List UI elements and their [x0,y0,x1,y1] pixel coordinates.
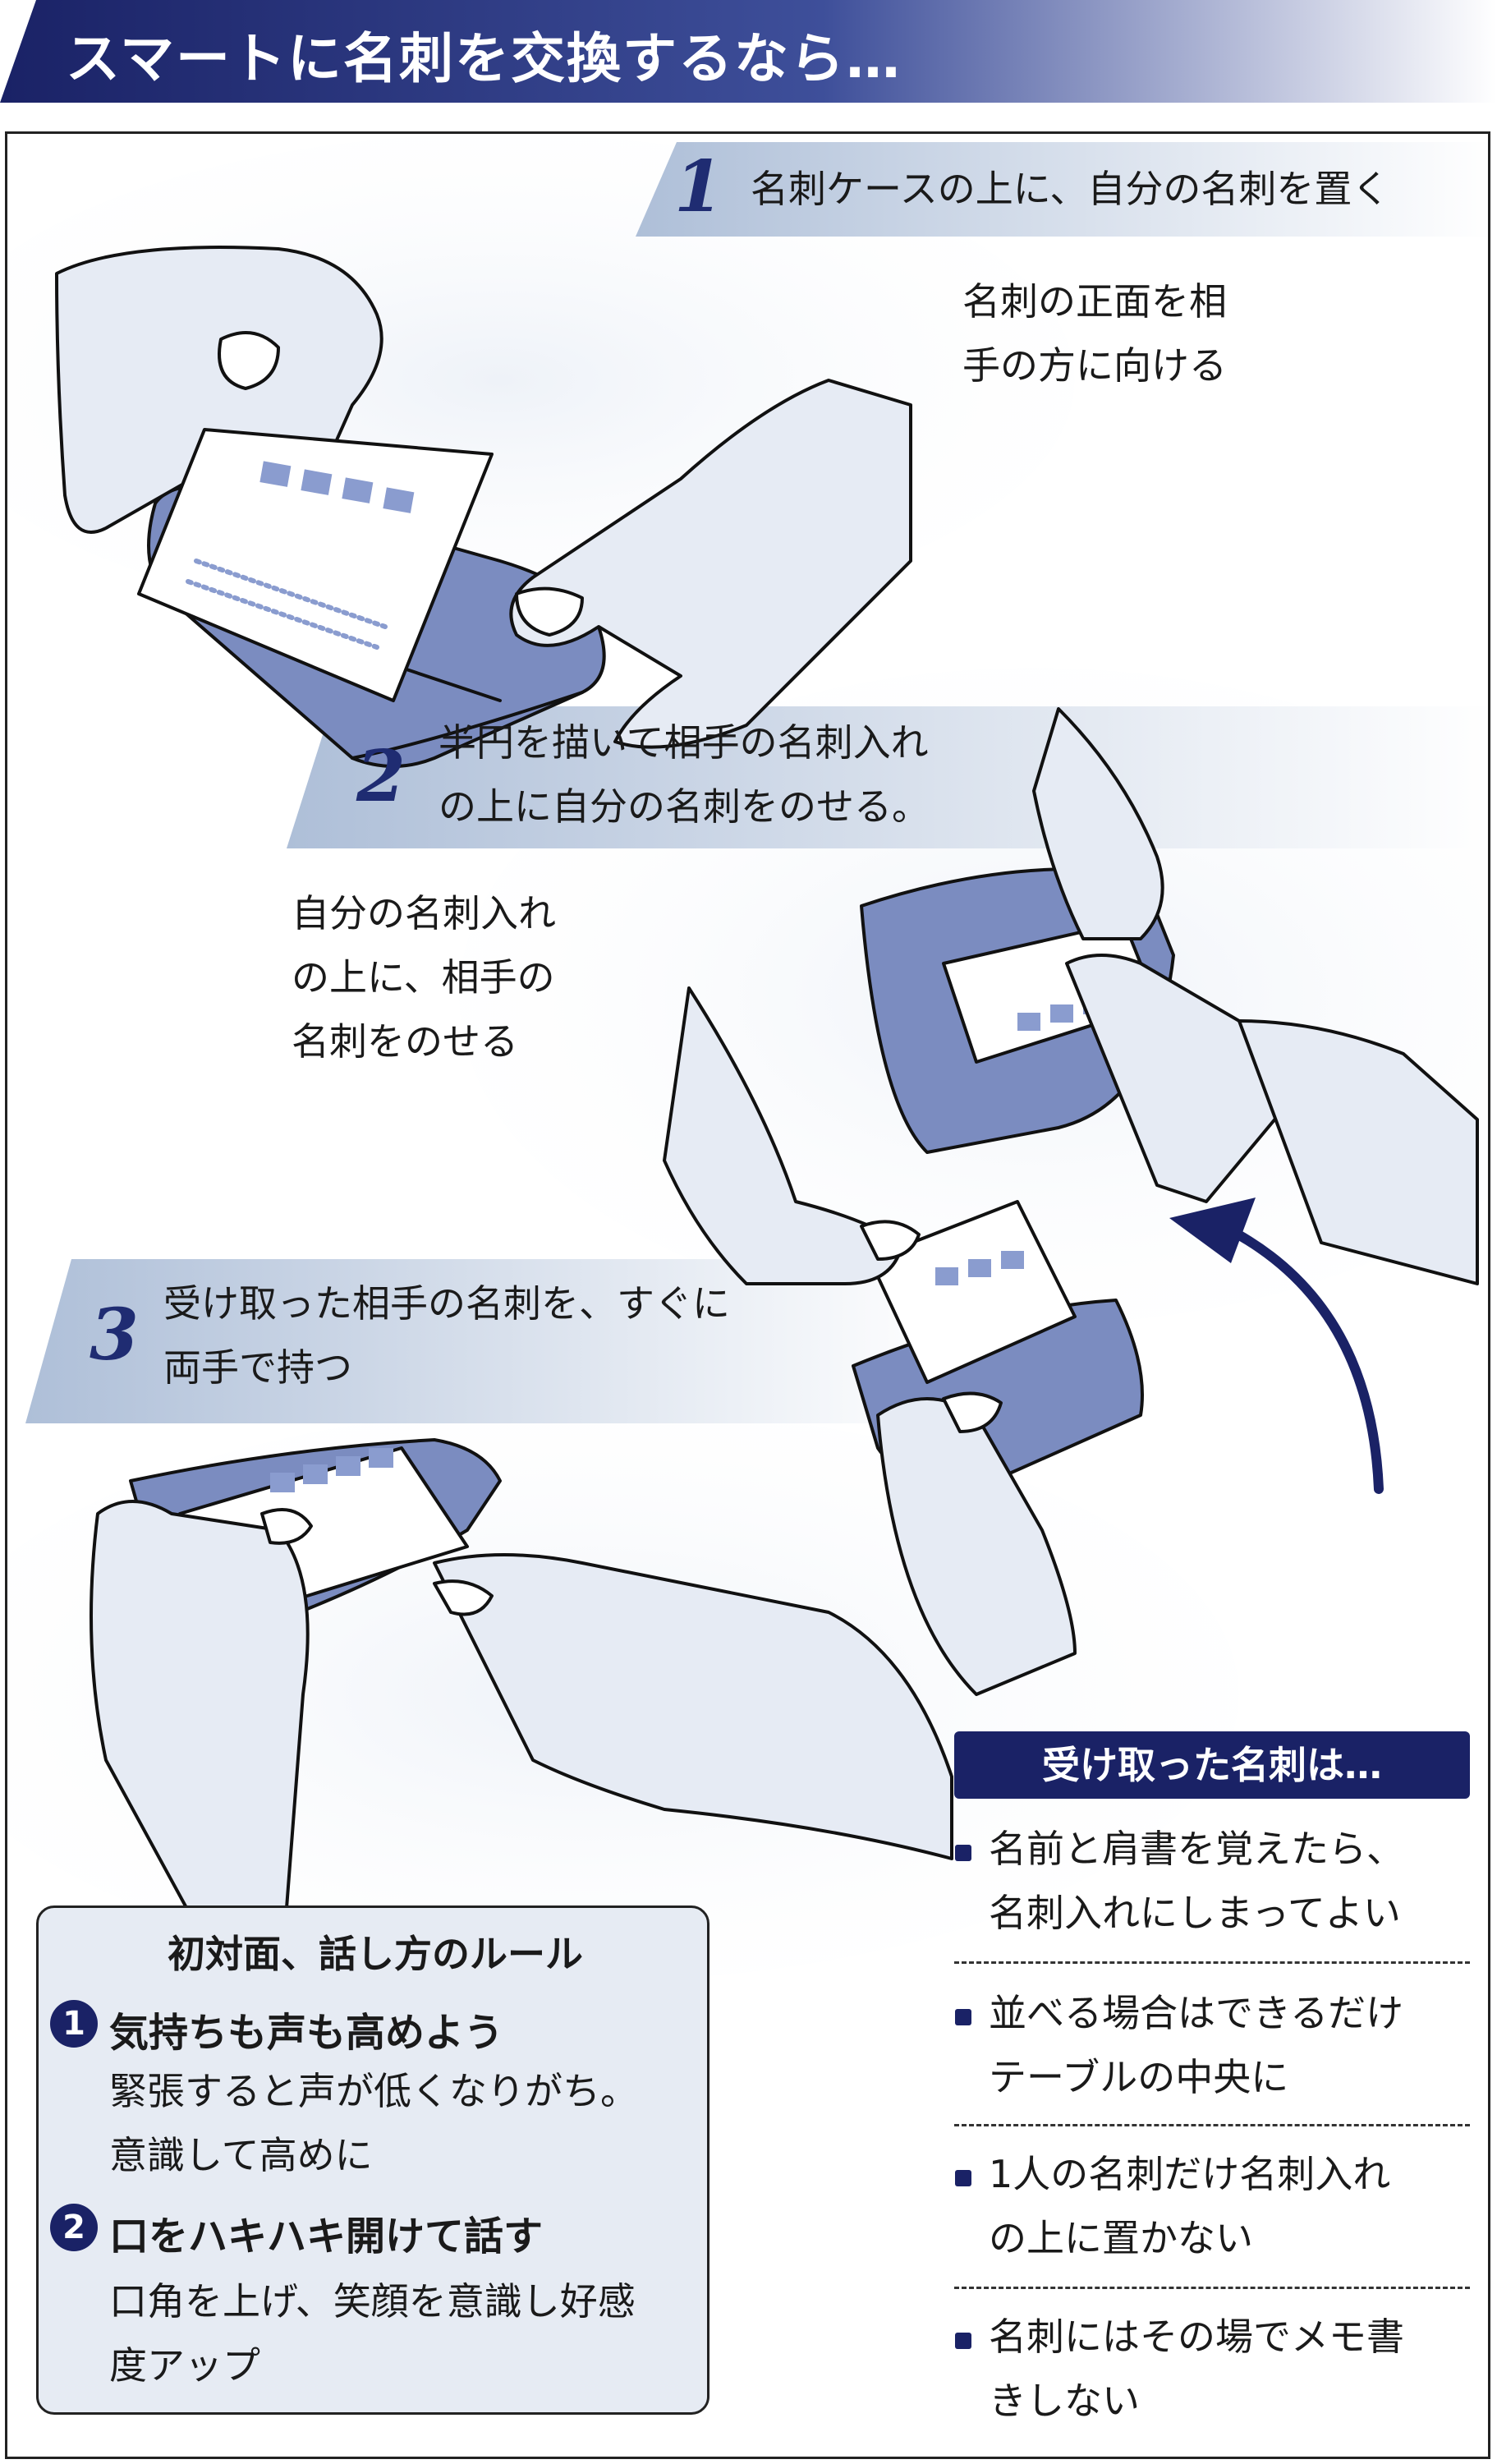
divider [954,1961,1470,1964]
received-item-3-line1: 1人の名刺だけ名刺入れ [989,2152,1391,2196]
step3-number: 3 [90,1294,139,1377]
rules-box: 初対面、話し方のルール 1 気持ちも声も高めよう 緊張すると声が低くなりがち。 … [36,1905,709,2415]
step1-note-line2: 手の方に向ける [962,343,1227,388]
title-bar: スマートに名刺を交換するなら… [0,0,1497,103]
step1-note-line1: 名刺の正面を相 [962,279,1227,324]
divider [954,2124,1470,2126]
rule-2-head: 口をハキハキ開けて話す [109,2213,544,2259]
step2-illustration [663,707,1479,1696]
received-item-4-line2: きしない [989,2379,1140,2423]
rule-2-body-line2: 度アップ [109,2343,260,2388]
rule-1-number-icon: 1 [50,2000,98,2048]
rule-1-body-line1: 緊張すると声が低くなりがち。 [109,2069,638,2113]
rule-2-body-line1: 口角を上げ、笑顔を意識し好感 [109,2279,636,2324]
rule-1-body-line2: 意識して高めに [109,2133,373,2177]
received-item-4-line1: 名刺にはその場でメモ書 [989,2315,1404,2359]
step2-text-line2: の上に自分の名刺をのせる。 [439,784,930,829]
step1-illustration [55,246,912,768]
step3-banner [25,1259,952,1423]
received-item-4: 名刺にはその場でメモ書 きしない [953,2305,1478,2436]
rule-1-head: 気持ちも声も高めよう [109,2010,504,2056]
received-item-1-line1: 名前と肩書を覚えたら、 [989,1827,1404,1871]
step2-text-line1: 半円を描いて相手の名刺入れ [439,720,929,765]
received-header: 受け取った名刺は… [954,1731,1470,1799]
received-item-2: 並べる場合はできるだけ テーブルの中央に [953,1981,1478,2112]
bullet-icon [955,2170,971,2186]
step2-number: 2 [356,735,406,818]
page-title: スマートに名刺を交換するなら… [66,27,902,90]
step2-note-line1: 自分の名刺入れ [292,891,556,935]
bullet-icon [955,2333,971,2349]
received-item-3-line2: の上に置かない [989,2216,1253,2260]
step3-text-line2: 両手で持つ [163,1345,352,1390]
received-item-2-line1: 並べる場合はできるだけ [989,1991,1404,2035]
rules-title: 初対面、話し方のルール [168,1932,583,1976]
received-item-3: 1人の名刺だけ名刺入れ の上に置かない [953,2142,1478,2273]
divider [954,2287,1470,2289]
bullet-icon [955,1845,971,1861]
received-item-2-line2: テーブルの中央に [989,2055,1289,2099]
step2-banner [287,706,1488,848]
step1-number: 1 [674,145,723,228]
illustration-canvas [7,134,1488,1982]
step2-note-line2: の上に、相手の [292,955,555,1000]
step3-text-line1: 受け取った相手の名刺を、すぐに [163,1281,730,1326]
title-banner-shape [0,0,1497,103]
received-item-1-line2: 名刺入れにしまってよい [989,1891,1401,1935]
bullet-icon [955,2009,971,2025]
received-item-1: 名前と肩書を覚えたら、 名刺入れにしまってよい [953,1817,1478,1948]
step1-text: 名刺ケースの上に、自分の名刺を置く [751,167,1390,211]
rule-2-number-icon: 2 [50,2204,98,2251]
main-frame: 1 名刺ケースの上に、自分の名刺を置く 2 半円を描いて相手の名刺入れ の上に自… [5,131,1490,2459]
step1-banner [636,142,1488,237]
step2-note-line3: 名刺をのせる [292,1019,518,1064]
